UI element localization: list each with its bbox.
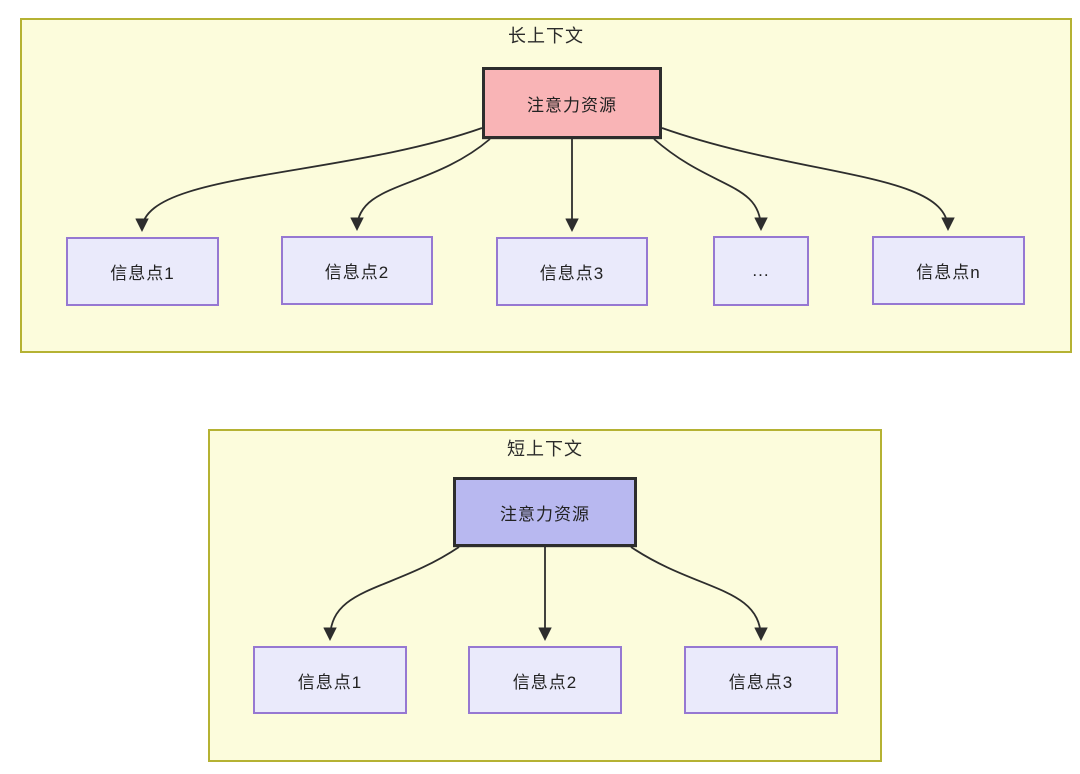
short-context-panel-title: 短上下文 bbox=[507, 439, 583, 459]
short-info-node-2-label: 信息点2 bbox=[512, 672, 578, 692]
short-info-node-1: 信息点1 bbox=[253, 646, 407, 714]
long-context-panel-title: 长上下文 bbox=[508, 26, 584, 46]
short-info-node-2: 信息点2 bbox=[468, 646, 622, 714]
long-info-node-n: 信息点n bbox=[872, 236, 1025, 305]
long-context-attention-label: 注意力资源 bbox=[527, 95, 617, 115]
short-context-attention-label: 注意力资源 bbox=[500, 504, 590, 524]
long-info-node-2-label: 信息点2 bbox=[324, 263, 390, 282]
long-info-node-1-label: 信息点1 bbox=[110, 264, 175, 283]
long-info-node-3: 信息点3 bbox=[496, 237, 648, 306]
short-info-node-3: 信息点3 bbox=[684, 646, 838, 714]
long-info-node-ellipsis-label: ... bbox=[752, 261, 770, 280]
long-info-node-ellipsis: ... bbox=[713, 236, 809, 306]
long-info-node-n-label: 信息点n bbox=[916, 263, 981, 282]
short-info-node-1-label: 信息点1 bbox=[297, 672, 363, 692]
long-info-node-2: 信息点2 bbox=[281, 236, 433, 305]
short-context-attention-node: 注意力资源 bbox=[453, 477, 637, 547]
long-info-node-1: 信息点1 bbox=[66, 237, 219, 306]
long-info-node-3-label: 信息点3 bbox=[539, 264, 605, 283]
long-context-attention-node: 注意力资源 bbox=[482, 67, 662, 139]
short-info-node-3-label: 信息点3 bbox=[728, 672, 794, 692]
